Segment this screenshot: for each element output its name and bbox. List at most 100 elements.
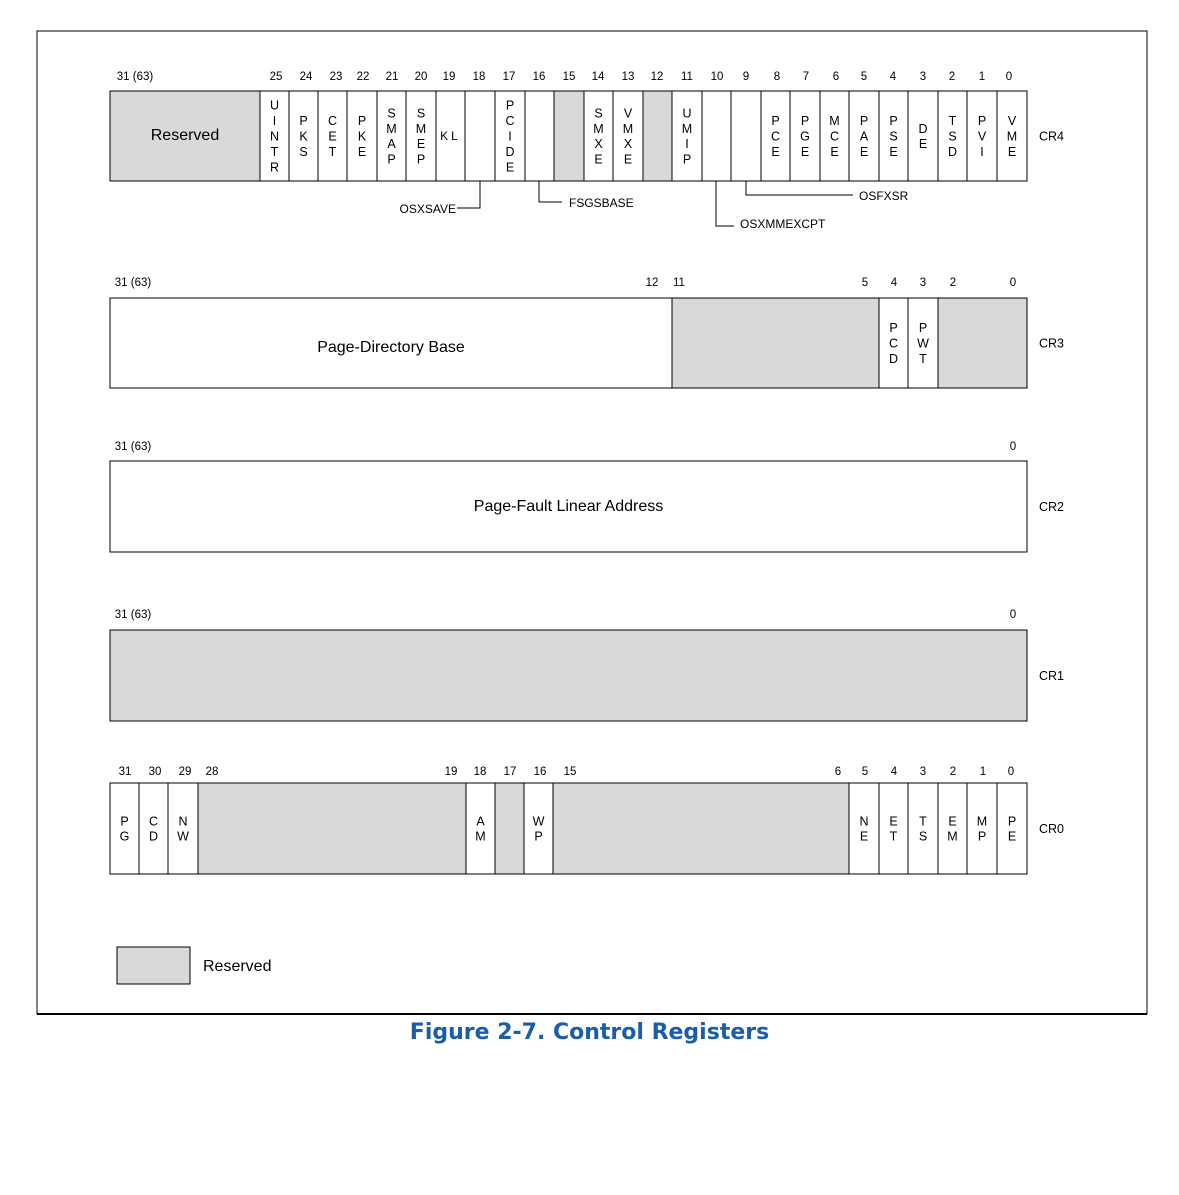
bit-number: 2 bbox=[949, 71, 955, 83]
field-label: Page-Fault Linear Address bbox=[474, 498, 663, 515]
bit-number: 10 bbox=[711, 71, 724, 83]
bit-number: 4 bbox=[891, 277, 898, 289]
bit-number: 3 bbox=[920, 71, 926, 83]
field-blank bbox=[730, 90, 762, 182]
field-reserved bbox=[553, 90, 585, 182]
field-reserved bbox=[937, 297, 1028, 389]
bit-number: 15 bbox=[563, 71, 576, 83]
register-name: CR2 bbox=[1039, 500, 1064, 514]
bit-number: 29 bbox=[179, 766, 192, 778]
bit-number: 24 bbox=[300, 71, 313, 83]
field-reserved bbox=[494, 782, 525, 875]
field-reserved bbox=[109, 629, 1028, 722]
bit-number: 2 bbox=[950, 766, 956, 778]
bit-number: 4 bbox=[890, 71, 897, 83]
field-label: Page-Directory Base bbox=[317, 339, 465, 356]
bit-number: 16 bbox=[534, 766, 547, 778]
field-blank bbox=[524, 90, 555, 182]
bit-number: 18 bbox=[473, 71, 486, 83]
legend: Reserved bbox=[116, 946, 271, 985]
bit-number: 23 bbox=[330, 71, 343, 83]
cr4-callouts bbox=[457, 181, 853, 227]
bit-number: 28 bbox=[206, 766, 219, 778]
bit-number: 0 bbox=[1010, 277, 1016, 289]
bit-number: 16 bbox=[533, 71, 546, 83]
field-reserved bbox=[642, 90, 673, 182]
bit-number: 25 bbox=[270, 71, 283, 83]
bit-number: 12 bbox=[651, 71, 664, 83]
bit-number: 1 bbox=[979, 71, 985, 83]
field-reserved bbox=[552, 782, 850, 875]
bit-number: 22 bbox=[357, 71, 370, 83]
bit-number: 6 bbox=[835, 766, 841, 778]
bit-number: 19 bbox=[443, 71, 456, 83]
bit-number: 5 bbox=[862, 277, 868, 289]
field-page-fault-linear-address: Page-Fault Linear Address bbox=[109, 460, 1028, 553]
bit-number: 9 bbox=[743, 71, 749, 83]
field-label: Reserved bbox=[151, 127, 219, 144]
bit-number: 21 bbox=[386, 71, 399, 83]
register-name: CR0 bbox=[1039, 822, 1064, 836]
bit-number: 31 bbox=[119, 766, 132, 778]
bit-number: 1 bbox=[980, 766, 986, 778]
bit-number: 13 bbox=[622, 71, 635, 83]
bit-number: 31 (63) bbox=[117, 71, 154, 83]
bit-number: 17 bbox=[504, 766, 517, 778]
field-page-directory-base: Page-Directory Base bbox=[109, 297, 673, 389]
bit-number: 3 bbox=[920, 766, 926, 778]
field-kl: KL bbox=[435, 90, 466, 182]
bit-number: 30 bbox=[149, 766, 162, 778]
legend-label: Reserved bbox=[203, 958, 271, 975]
bit-number: 7 bbox=[803, 71, 809, 83]
callout-osxmmexcpt: OSXMMEXCPT bbox=[740, 217, 826, 231]
bit-number: 19 bbox=[445, 766, 458, 778]
bit-number: 3 bbox=[920, 277, 926, 289]
